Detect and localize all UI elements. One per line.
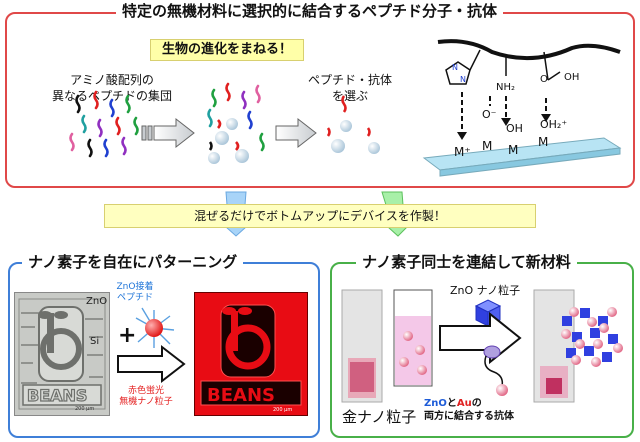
red-fluorescent-label: 赤色蛍光 無機ナノ粒子 — [114, 386, 178, 408]
top-panel-title: 特定の無機材料に選択的に結合するペプチド分子・抗体 — [116, 2, 504, 20]
antibody — [483, 345, 501, 359]
zno-chip-photo: BEANS 200 μm — [14, 292, 110, 416]
evolution-banner: 生物の進化をまねる！ — [150, 39, 304, 61]
binding-arrowheads — [457, 114, 551, 140]
linking-graphic — [341, 289, 623, 403]
gold-nanoparticle-label: 金ナノ粒子 — [342, 408, 417, 426]
red-nanoparticle — [145, 319, 163, 337]
material-surface — [422, 137, 622, 177]
oh2-plus-text: OH₂⁺ — [540, 118, 567, 131]
o-text: O — [540, 74, 548, 85]
zno-binding-peptide-label: ZnO接着 ペプチド — [110, 282, 160, 304]
oh-text: OH — [506, 122, 523, 135]
peptide-library-label: アミノ酸配列の 異なるペプチドの集団 — [52, 72, 172, 104]
peptide-backbone — [437, 39, 621, 61]
chip-zno-label: ZnO — [86, 296, 108, 307]
select-peptide-line2: を選ぶ — [331, 89, 368, 103]
left-panel-title: ナノ素子を自在にパターニング — [22, 253, 244, 271]
red-line1: 赤色蛍光 — [127, 386, 164, 396]
m-text-2: M — [508, 143, 518, 157]
antibody-line2: 両方に結合する抗体 — [424, 411, 514, 422]
arrow-1 — [141, 117, 195, 149]
zno-binding-line2: ペプチド — [116, 293, 153, 303]
ab-zno: ZnO — [424, 398, 447, 409]
antibody-line1: ZnOとAuの — [424, 397, 514, 410]
ab-suffix: の — [471, 398, 482, 409]
ab-to: と — [446, 398, 457, 409]
nh2-text: NH₂ — [496, 82, 515, 93]
peptide-library-squiggles — [69, 90, 139, 158]
red-chip-pattern: BEANS 200 μm — [200, 304, 302, 413]
selected-peptides — [326, 95, 380, 154]
red-scale-text: 200 μm — [273, 407, 292, 413]
gold-solution — [350, 362, 374, 392]
chip-logo-text: BEANS — [27, 386, 87, 405]
m-text-3: M — [538, 135, 548, 149]
red-line2: 無機ナノ粒子 — [119, 397, 173, 407]
svg-text:N: N — [460, 75, 466, 84]
red-logo-text: BEANS — [207, 385, 275, 406]
chip-pattern: BEANS 200 μm — [18, 298, 106, 412]
select-peptide-line1: ペプチド・抗体 — [307, 73, 392, 87]
peptide-library-line2: 異なるペプチドの集団 — [52, 89, 173, 103]
m-text-1: M — [482, 139, 492, 153]
assembled-lattice — [561, 307, 623, 367]
peptide-library-line1: アミノ酸配列の — [70, 73, 154, 87]
chip-scale-text: 200 μm — [75, 406, 94, 412]
tube-solution — [395, 316, 431, 385]
o-minus-text: O⁻ — [482, 108, 497, 121]
ab-au: Au — [456, 398, 472, 409]
m-plus-text: M⁺ — [454, 145, 471, 159]
imidazole-ring — [445, 49, 481, 85]
select-peptide-label: ペプチド・抗体 を選ぶ — [300, 72, 400, 104]
bottom-up-banner: 混ぜるだけでボトムアップにデバイスを作製！ — [104, 204, 536, 228]
binding-arrows — [461, 92, 547, 132]
right-panel-title: ナノ素子同士を連結して新材料 — [356, 253, 577, 271]
left-process-arrow — [117, 344, 186, 384]
arrow-2 — [275, 117, 317, 149]
oh-acid-text: OH — [564, 72, 579, 83]
svg-text:N: N — [452, 63, 458, 72]
peptide-bead-mix — [207, 82, 265, 152]
zno-nanoparticle-label: ZnO ナノ粒子 — [450, 284, 521, 297]
dual-binding-antibody-label: ZnOとAuの 両方に結合する抗体 — [424, 397, 514, 423]
nanoparticle-arrow-graphic: + — [117, 307, 186, 384]
chip-si-label: Si — [90, 336, 100, 347]
plus-sign: + — [118, 323, 136, 348]
zno-binding-line1: ZnO接着 — [116, 282, 154, 292]
red-patterned-chip-photo: BEANS 200 μm — [194, 292, 308, 416]
